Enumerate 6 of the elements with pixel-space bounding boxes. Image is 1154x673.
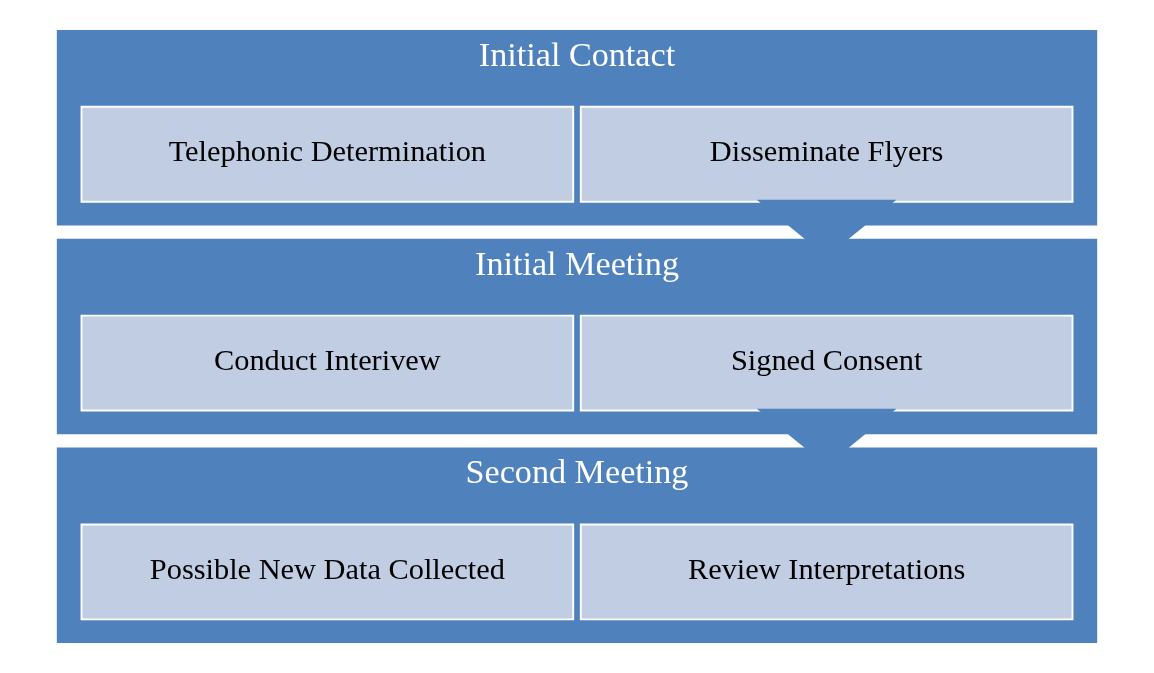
- node-box: Conduct Interivew: [80, 314, 575, 412]
- node-box: Disseminate Flyers: [579, 105, 1074, 203]
- node-box: Review Interpretations: [579, 523, 1074, 621]
- node-box: Possible New Data Collected: [80, 523, 575, 621]
- node-box: Signed Consent: [579, 314, 1074, 412]
- node-box: Telephonic Determination: [80, 105, 575, 203]
